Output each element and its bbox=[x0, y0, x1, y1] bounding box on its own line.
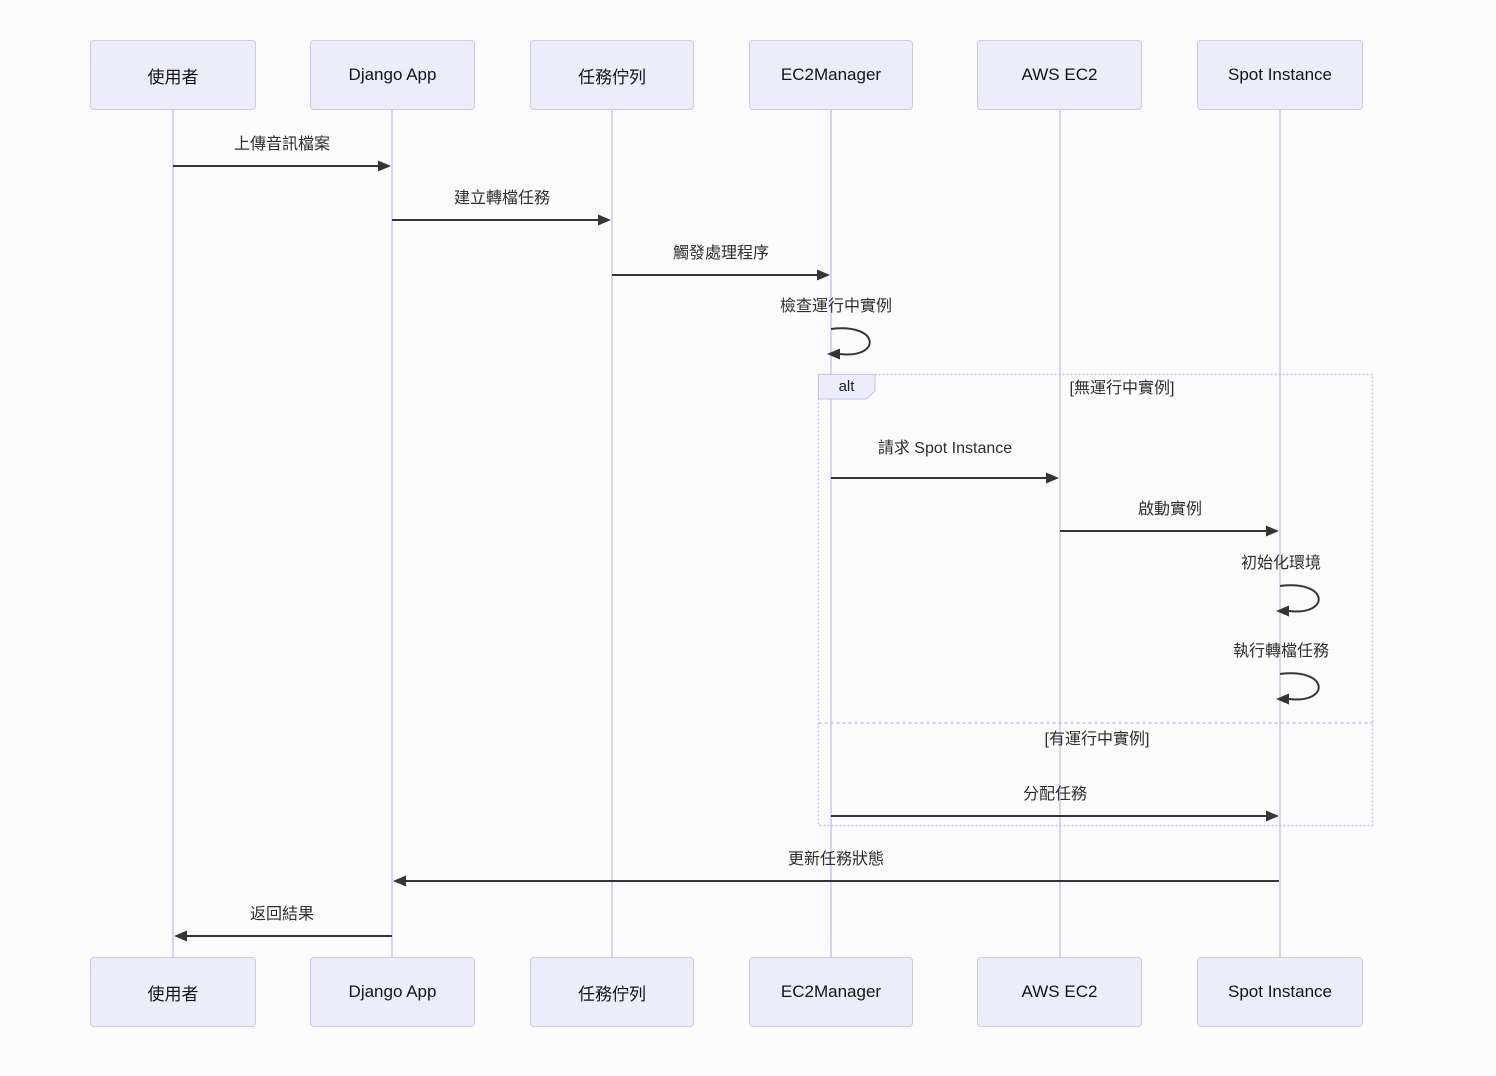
self-loop-run-transcode-task bbox=[1279, 672, 1320, 701]
arrowhead bbox=[174, 930, 187, 942]
message-label-update-task-status: 更新任務狀態 bbox=[787, 851, 885, 868]
self-loop-initialize-environment bbox=[1279, 584, 1320, 613]
actor-top-user: 使用者 bbox=[90, 40, 256, 110]
actor-top-task-queue: 任務佇列 bbox=[530, 40, 694, 110]
lifeline-ec2manager bbox=[830, 110, 832, 957]
lifeline-django-app bbox=[391, 110, 393, 957]
actor-bottom-ec2manager: EC2Manager bbox=[749, 957, 913, 1027]
arrowhead bbox=[1046, 472, 1059, 484]
actor-bottom-spot-instance: Spot Instance bbox=[1197, 957, 1363, 1027]
alt-fragment-border bbox=[817, 373, 1374, 827]
arrowhead bbox=[378, 160, 391, 172]
message-label-upload-audio-file: 上傳音訊檔案 bbox=[233, 136, 331, 153]
actor-bottom-task-queue: 任務佇列 bbox=[530, 957, 694, 1027]
actor-top-spot-instance: Spot Instance bbox=[1197, 40, 1363, 110]
message-label-initialize-environment: 初始化環境 bbox=[1240, 555, 1322, 572]
self-loop-check-running-instances bbox=[830, 327, 871, 356]
lifeline-spot-instance bbox=[1279, 110, 1281, 957]
message-label-create-transcode-task: 建立轉檔任務 bbox=[453, 190, 551, 207]
lifeline-user bbox=[172, 110, 174, 957]
actor-top-ec2manager: EC2Manager bbox=[749, 40, 913, 110]
lifeline-aws-ec2 bbox=[1059, 110, 1061, 957]
actor-bottom-aws-ec2: AWS EC2 bbox=[977, 957, 1142, 1027]
actor-bottom-django-app: Django App bbox=[310, 957, 475, 1027]
actor-top-django-app: Django App bbox=[310, 40, 475, 110]
message-label-assign-task: 分配任務 bbox=[1022, 786, 1088, 803]
message-label-trigger-processing: 觸發處理程序 bbox=[672, 245, 770, 262]
message-label-launch-instance: 啟動實例 bbox=[1137, 501, 1203, 518]
actor-bottom-user: 使用者 bbox=[90, 957, 256, 1027]
message-label-check-running-instances: 檢查運行中實例 bbox=[779, 298, 893, 315]
lifeline-task-queue bbox=[611, 110, 613, 957]
arrowhead bbox=[1276, 693, 1289, 705]
message-label-return-result: 返回結果 bbox=[249, 906, 315, 923]
alt-condition-if: [無運行中實例] bbox=[1069, 380, 1175, 397]
arrowhead bbox=[1266, 810, 1279, 822]
arrowhead bbox=[1276, 605, 1289, 617]
alt-label-box bbox=[818, 374, 876, 400]
arrowhead bbox=[827, 348, 840, 360]
alt-condition-else: [有運行中實例] bbox=[1044, 731, 1150, 748]
arrowhead bbox=[598, 214, 611, 226]
actor-top-aws-ec2: AWS EC2 bbox=[977, 40, 1142, 110]
arrowhead bbox=[393, 875, 406, 887]
message-label-request-spot-instance: 請求 Spot Instance bbox=[877, 440, 1013, 457]
arrowhead bbox=[817, 269, 830, 281]
alt-fragment-label: alt bbox=[838, 378, 855, 395]
message-label-run-transcode-task: 執行轉檔任務 bbox=[1232, 643, 1330, 660]
arrowhead bbox=[1266, 525, 1279, 537]
